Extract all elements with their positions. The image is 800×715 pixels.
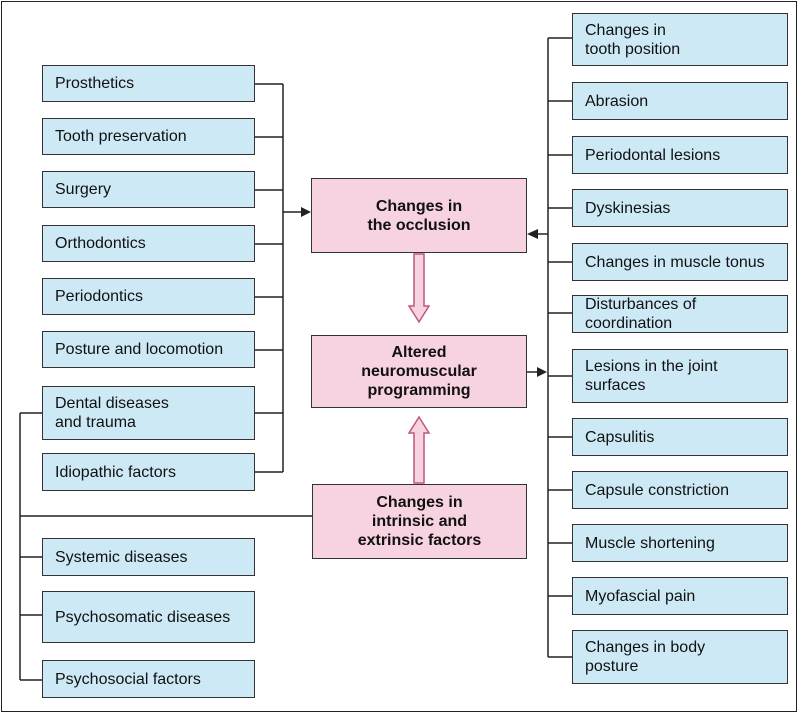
box-abrasion: Abrasion: [572, 82, 788, 120]
box-psychosomatic-diseases: Psychosomatic diseases: [42, 591, 255, 643]
box-changes-intrinsic-extrinsic: Changes in intrinsic and extrinsic facto…: [312, 484, 527, 559]
box-lesions-joint-surfaces: Lesions in the joint surfaces: [572, 349, 788, 403]
box-changes-body-posture: Changes in body posture: [572, 630, 788, 684]
box-changes-muscle-tonus: Changes in muscle tonus: [572, 243, 788, 281]
arrowhead-right: [301, 207, 311, 217]
box-surgery: Surgery: [42, 171, 255, 208]
box-posture-locomotion: Posture and locomotion: [42, 331, 255, 368]
arrowhead-left: [527, 229, 538, 239]
box-altered-neuromuscular-programming: Altered neuromuscular programming: [311, 335, 527, 408]
box-periodontal-lesions: Periodontal lesions: [572, 136, 788, 174]
box-dyskinesias: Dyskinesias: [572, 189, 788, 227]
box-disturbances-coordination: Disturbances of coordination: [572, 295, 788, 333]
box-changes-in-occlusion: Changes in the occlusion: [311, 178, 527, 253]
box-periodontics: Periodontics: [42, 278, 255, 315]
box-systemic-diseases: Systemic diseases: [42, 538, 255, 576]
down-block-arrow: [407, 253, 431, 324]
box-idiopathic-factors: Idiopathic factors: [42, 453, 255, 491]
box-psychosocial-factors: Psychosocial factors: [42, 660, 255, 698]
up-block-arrow: [407, 415, 431, 484]
box-changes-tooth-position: Changes in tooth position: [572, 13, 788, 66]
box-myofascial-pain: Myofascial pain: [572, 577, 788, 615]
box-orthodontics: Orthodontics: [42, 225, 255, 262]
box-prosthetics: Prosthetics: [42, 65, 255, 102]
box-tooth-preservation: Tooth preservation: [42, 118, 255, 155]
box-capsule-constriction: Capsule constriction: [572, 471, 788, 509]
box-capsulitis: Capsulitis: [572, 418, 788, 456]
arrowhead-right: [537, 367, 547, 377]
box-muscle-shortening: Muscle shortening: [572, 524, 788, 562]
box-dental-diseases-trauma: Dental diseases and trauma: [42, 386, 255, 440]
